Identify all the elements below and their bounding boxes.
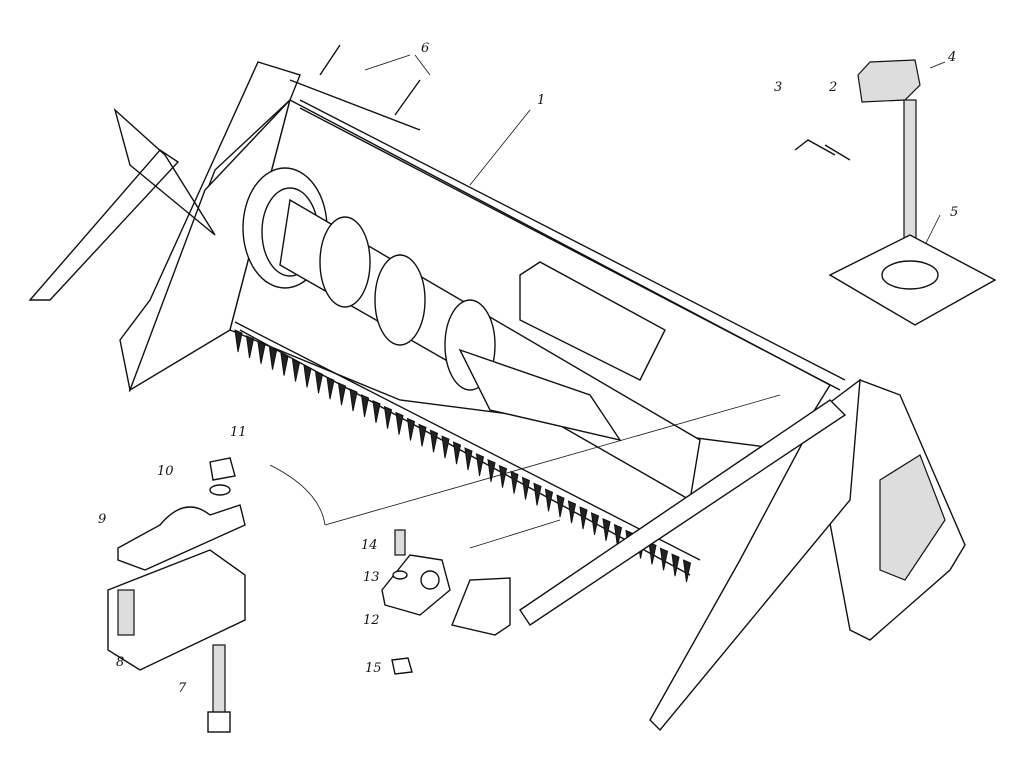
knife-tooth bbox=[659, 547, 669, 571]
knife-tooth bbox=[441, 435, 450, 459]
housing-slot bbox=[117, 589, 135, 636]
hatch-cover bbox=[519, 261, 666, 381]
knife-tooth bbox=[418, 423, 427, 447]
rod-6 bbox=[289, 44, 421, 131]
nut-15 bbox=[391, 657, 413, 675]
right-side-window bbox=[879, 454, 946, 581]
callout-6: 6 bbox=[421, 41, 430, 56]
bolt-7-head bbox=[207, 711, 231, 733]
leader-lines bbox=[324, 54, 946, 549]
knife-tooth bbox=[521, 476, 531, 500]
callout-4: 4 bbox=[948, 50, 957, 65]
knife-tooth bbox=[234, 329, 243, 353]
knife-tooth bbox=[280, 352, 289, 376]
knife-tooth bbox=[291, 358, 301, 382]
left-arm-bracket bbox=[113, 107, 216, 236]
knife-sections bbox=[234, 329, 692, 583]
knife-tooth bbox=[579, 506, 588, 530]
callout-13: 13 bbox=[363, 570, 380, 585]
finger-window bbox=[458, 348, 622, 442]
knife-tooth bbox=[326, 376, 335, 400]
guide-arc bbox=[269, 464, 326, 526]
knife-tooth bbox=[257, 340, 266, 364]
knife-tooth bbox=[682, 559, 692, 583]
nut-11 bbox=[209, 457, 236, 481]
knife-tooth bbox=[590, 512, 600, 536]
knife-tooth bbox=[475, 453, 485, 477]
knife-tooth bbox=[268, 346, 278, 370]
knife-tooth bbox=[245, 335, 255, 359]
knife-tooth bbox=[498, 464, 508, 488]
knife-tooth bbox=[613, 523, 623, 547]
knife-tooth bbox=[510, 470, 519, 494]
knife-tooth bbox=[487, 458, 496, 482]
knife-tooth bbox=[452, 441, 462, 465]
clamp-4 bbox=[857, 59, 921, 103]
knife-tooth bbox=[671, 553, 680, 577]
knife-tooth bbox=[383, 405, 393, 429]
knife-tooth bbox=[303, 364, 312, 388]
bolt-7 bbox=[212, 644, 226, 716]
knife-tooth bbox=[602, 517, 611, 541]
callout-7: 7 bbox=[178, 681, 187, 696]
right-divider bbox=[649, 378, 861, 732]
right-arm bbox=[519, 399, 847, 626]
knife-tooth bbox=[544, 488, 554, 512]
plate-12 bbox=[381, 554, 451, 616]
knife-tooth bbox=[464, 447, 473, 471]
callout-9: 9 bbox=[98, 512, 107, 527]
washer-10 bbox=[209, 484, 231, 496]
knife-tooth bbox=[533, 482, 542, 506]
knife-tooth bbox=[314, 370, 324, 394]
callout-11: 11 bbox=[230, 425, 247, 440]
callout-12: 12 bbox=[363, 613, 380, 628]
knife-tooth bbox=[567, 500, 577, 524]
callout-14: 14 bbox=[361, 538, 378, 553]
callout-5: 5 bbox=[950, 205, 959, 220]
knife-tooth bbox=[395, 411, 404, 435]
left-arm bbox=[28, 149, 180, 301]
bolt-14 bbox=[394, 529, 406, 556]
bearing-housing-8 bbox=[107, 549, 246, 671]
knife-tooth bbox=[406, 417, 416, 441]
callout-10: 10 bbox=[157, 464, 174, 479]
knife-tooth bbox=[360, 394, 370, 418]
top-beam bbox=[299, 99, 846, 391]
knife-tooth bbox=[349, 388, 358, 412]
callout-8: 8 bbox=[116, 655, 125, 670]
bearing-cap-9 bbox=[117, 504, 246, 571]
callout-3: 3 bbox=[774, 80, 783, 95]
jack-foot bbox=[881, 260, 939, 290]
knife-tooth bbox=[556, 494, 565, 518]
knife-tooth bbox=[429, 429, 439, 453]
plate-12b bbox=[451, 577, 511, 636]
pin-2 bbox=[824, 144, 851, 161]
washer-13 bbox=[392, 570, 408, 580]
plate-hole bbox=[420, 570, 440, 590]
pin-3 bbox=[794, 139, 836, 156]
knife-tooth bbox=[337, 382, 347, 406]
callout-2: 2 bbox=[829, 80, 838, 95]
callout-1: 1 bbox=[537, 93, 546, 108]
knife-tooth bbox=[372, 399, 381, 423]
callout-15: 15 bbox=[365, 661, 382, 676]
